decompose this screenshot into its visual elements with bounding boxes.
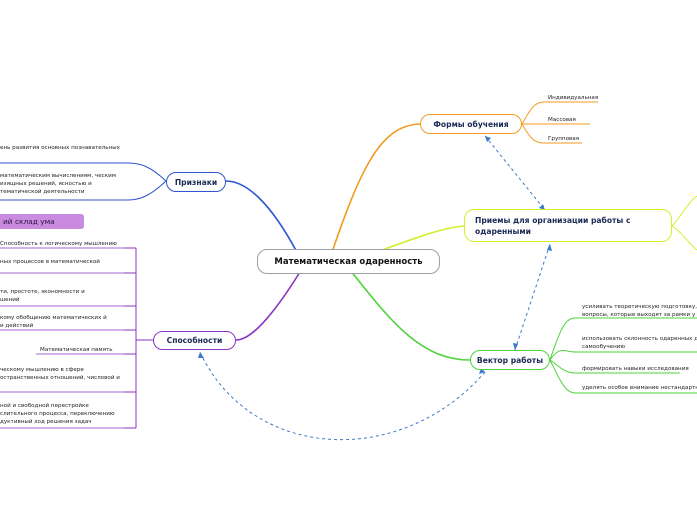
vektor-item-0: усиливать теоретическую подготовку, вопр… [582,304,697,318]
sposobnosti-item-5: ческому мышлению в сфере остранственных … [0,367,120,381]
branch-vektor[interactable]: Вектор работы [470,350,550,370]
vektor-item-3: уделять особое внимание нестандартн [582,385,697,391]
connector-sposobnosti-items [124,247,153,429]
sposobnosti-tag: ий склад ума [0,214,84,229]
arrow-priemy-bottom [547,244,552,251]
branch-priznaki[interactable]: Признаки [166,172,226,192]
sposobnosti-item-6: ной и свободной перестройке слительного … [0,403,115,425]
sposobnosti-item-0: Способность к логическому мышлению [0,241,117,247]
sposobnosti-item-1: ных процессов в математической [0,259,100,265]
priznaki-item-0: ень развития основных познавательных [0,145,120,151]
arrow-vektor [513,343,518,350]
formy-item-individual: Индивидуальная [548,95,599,101]
arrow-priemy-top [539,204,545,210]
relation-vektor-priemy [514,243,551,351]
connector-sposobnosti [235,271,301,341]
formy-item-group: Групповая [548,136,580,142]
vektor-item-1: использовать склонность одаренных д само… [582,336,697,350]
central-node[interactable]: Математическая одаренность [257,249,440,274]
relation-formy-priemy [484,135,546,211]
branch-priemy[interactable]: Приемы для организации работы с одаренны… [464,209,672,242]
sposobnosti-item-4: Математическая память [40,347,113,353]
arrow-formy [485,136,491,142]
connector-vektor-items [549,317,697,394]
formy-item-mass: Массовая [548,117,576,123]
branch-formy[interactable]: Формы обучения [420,114,522,134]
connector-formy [329,123,421,259]
relation-vektor-sposobnosti [199,351,486,441]
arrow-sposobnosti [198,352,204,358]
connector-priznaki-items [0,162,167,201]
vektor-item-2: формировать навыки исследования [582,366,689,372]
branch-sposobnosti[interactable]: Способности [153,331,236,350]
connector-priemy-right [671,195,697,251]
sposobnosti-item-3: кому обобщению математических й и действ… [0,315,107,329]
connector-vektor [349,269,471,361]
sposobnosti-item-2: ти, простоте, экономности и шений [0,289,85,303]
connector-formy-items [521,101,598,144]
connector-sposobnosti-underlines [0,247,124,429]
connector-priznaki [225,180,301,259]
priznaki-item-1: математическим вычислениям, ческим изящн… [0,173,116,195]
